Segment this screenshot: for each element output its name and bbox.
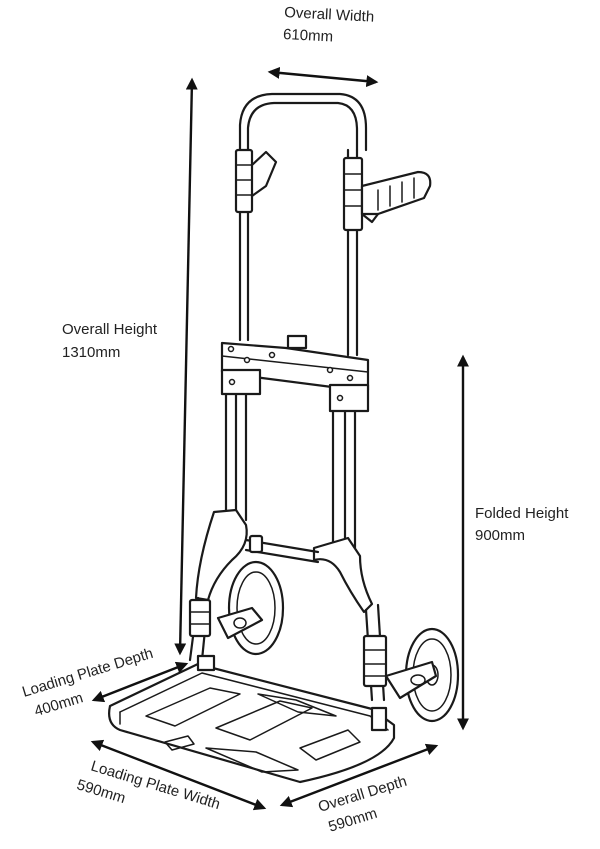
folded-height-value: 900mm: [475, 527, 525, 544]
loading-plate-depth-arrow: [91, 661, 189, 703]
overall-depth-arrow: [279, 743, 439, 808]
folded-height-title: Folded Height: [475, 505, 569, 522]
top-handle: [238, 92, 368, 152]
side-grip: [360, 170, 432, 224]
left-wheel: [216, 560, 285, 656]
mid-bracket: [220, 334, 370, 413]
overall-height-value: 1310mm: [62, 344, 120, 361]
overall-height-title: Overall Height: [62, 321, 158, 338]
folded-height-label: Folded Height 900mm: [475, 505, 569, 544]
hand-truck-illustration: [108, 92, 460, 784]
loading-plate-depth-title: Loading Plate Depth: [20, 645, 155, 701]
dimension-arrows: [90, 66, 469, 811]
overall-width-value: 610mm: [283, 26, 334, 46]
overall-width-arrow: [267, 66, 379, 88]
overall-height-label: Overall Height 1310mm: [62, 321, 158, 361]
overall-width-title: Overall Width: [284, 4, 375, 26]
handle-collars: [234, 148, 364, 232]
loading-plate-width-arrow: [90, 739, 267, 811]
overall-depth-label: Overall Depth 590mm: [316, 773, 409, 836]
overall-width-label: Overall Width 610mm: [283, 4, 375, 46]
overall-height-arrow: [174, 77, 198, 656]
loading-plate-width-label: Loading Plate Width 590mm: [75, 758, 222, 814]
